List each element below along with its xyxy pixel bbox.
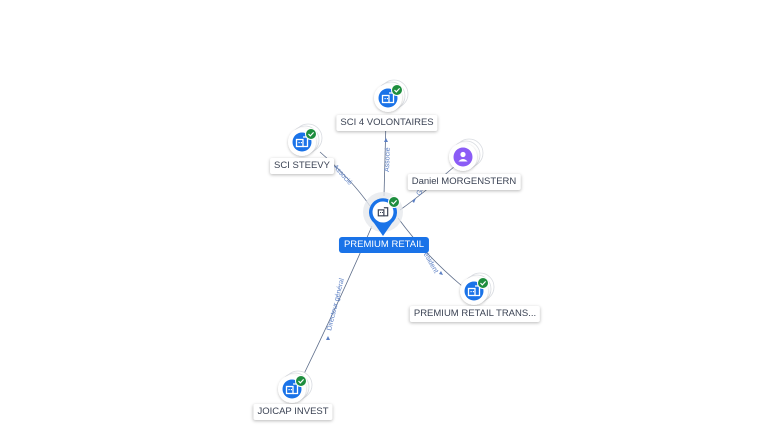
edge-arrow bbox=[384, 138, 388, 142]
edge-transport bbox=[397, 217, 463, 287]
node-center[interactable] bbox=[363, 192, 403, 236]
edge-arrow bbox=[412, 198, 416, 203]
node-label-joicap[interactable]: JOICAP INVEST bbox=[253, 404, 333, 420]
verified-badge-icon bbox=[305, 128, 317, 140]
node-sci4[interactable] bbox=[374, 79, 409, 112]
node-label-steevy[interactable]: SCI STEEVY bbox=[270, 158, 334, 174]
node-label-transport[interactable]: PREMIUM RETAIL TRANS... bbox=[409, 306, 541, 322]
edge-label-steevy: Associé bbox=[332, 164, 354, 187]
node-transport[interactable] bbox=[460, 272, 495, 305]
node-label-center[interactable]: PREMIUM RETAIL bbox=[338, 237, 430, 253]
node-joicap[interactable] bbox=[278, 370, 313, 403]
verified-badge-icon bbox=[388, 196, 400, 208]
node-label-daniel[interactable]: Daniel MORGENSTERN bbox=[407, 174, 521, 190]
verified-badge-icon bbox=[391, 84, 403, 96]
edge-label-sci4: Associé bbox=[384, 147, 392, 172]
verified-badge-icon bbox=[477, 277, 489, 289]
edge-label-joicap: Directeur général bbox=[326, 277, 346, 331]
edge-sci4 bbox=[383, 119, 387, 197]
node-steevy[interactable] bbox=[288, 123, 323, 156]
verified-badge-icon bbox=[295, 375, 307, 387]
node-daniel[interactable] bbox=[449, 138, 484, 171]
edge-arrow bbox=[439, 271, 443, 275]
edge-arrow bbox=[326, 336, 330, 340]
node-label-sci4[interactable]: SCI 4 VOLONTAIRES bbox=[336, 115, 438, 131]
